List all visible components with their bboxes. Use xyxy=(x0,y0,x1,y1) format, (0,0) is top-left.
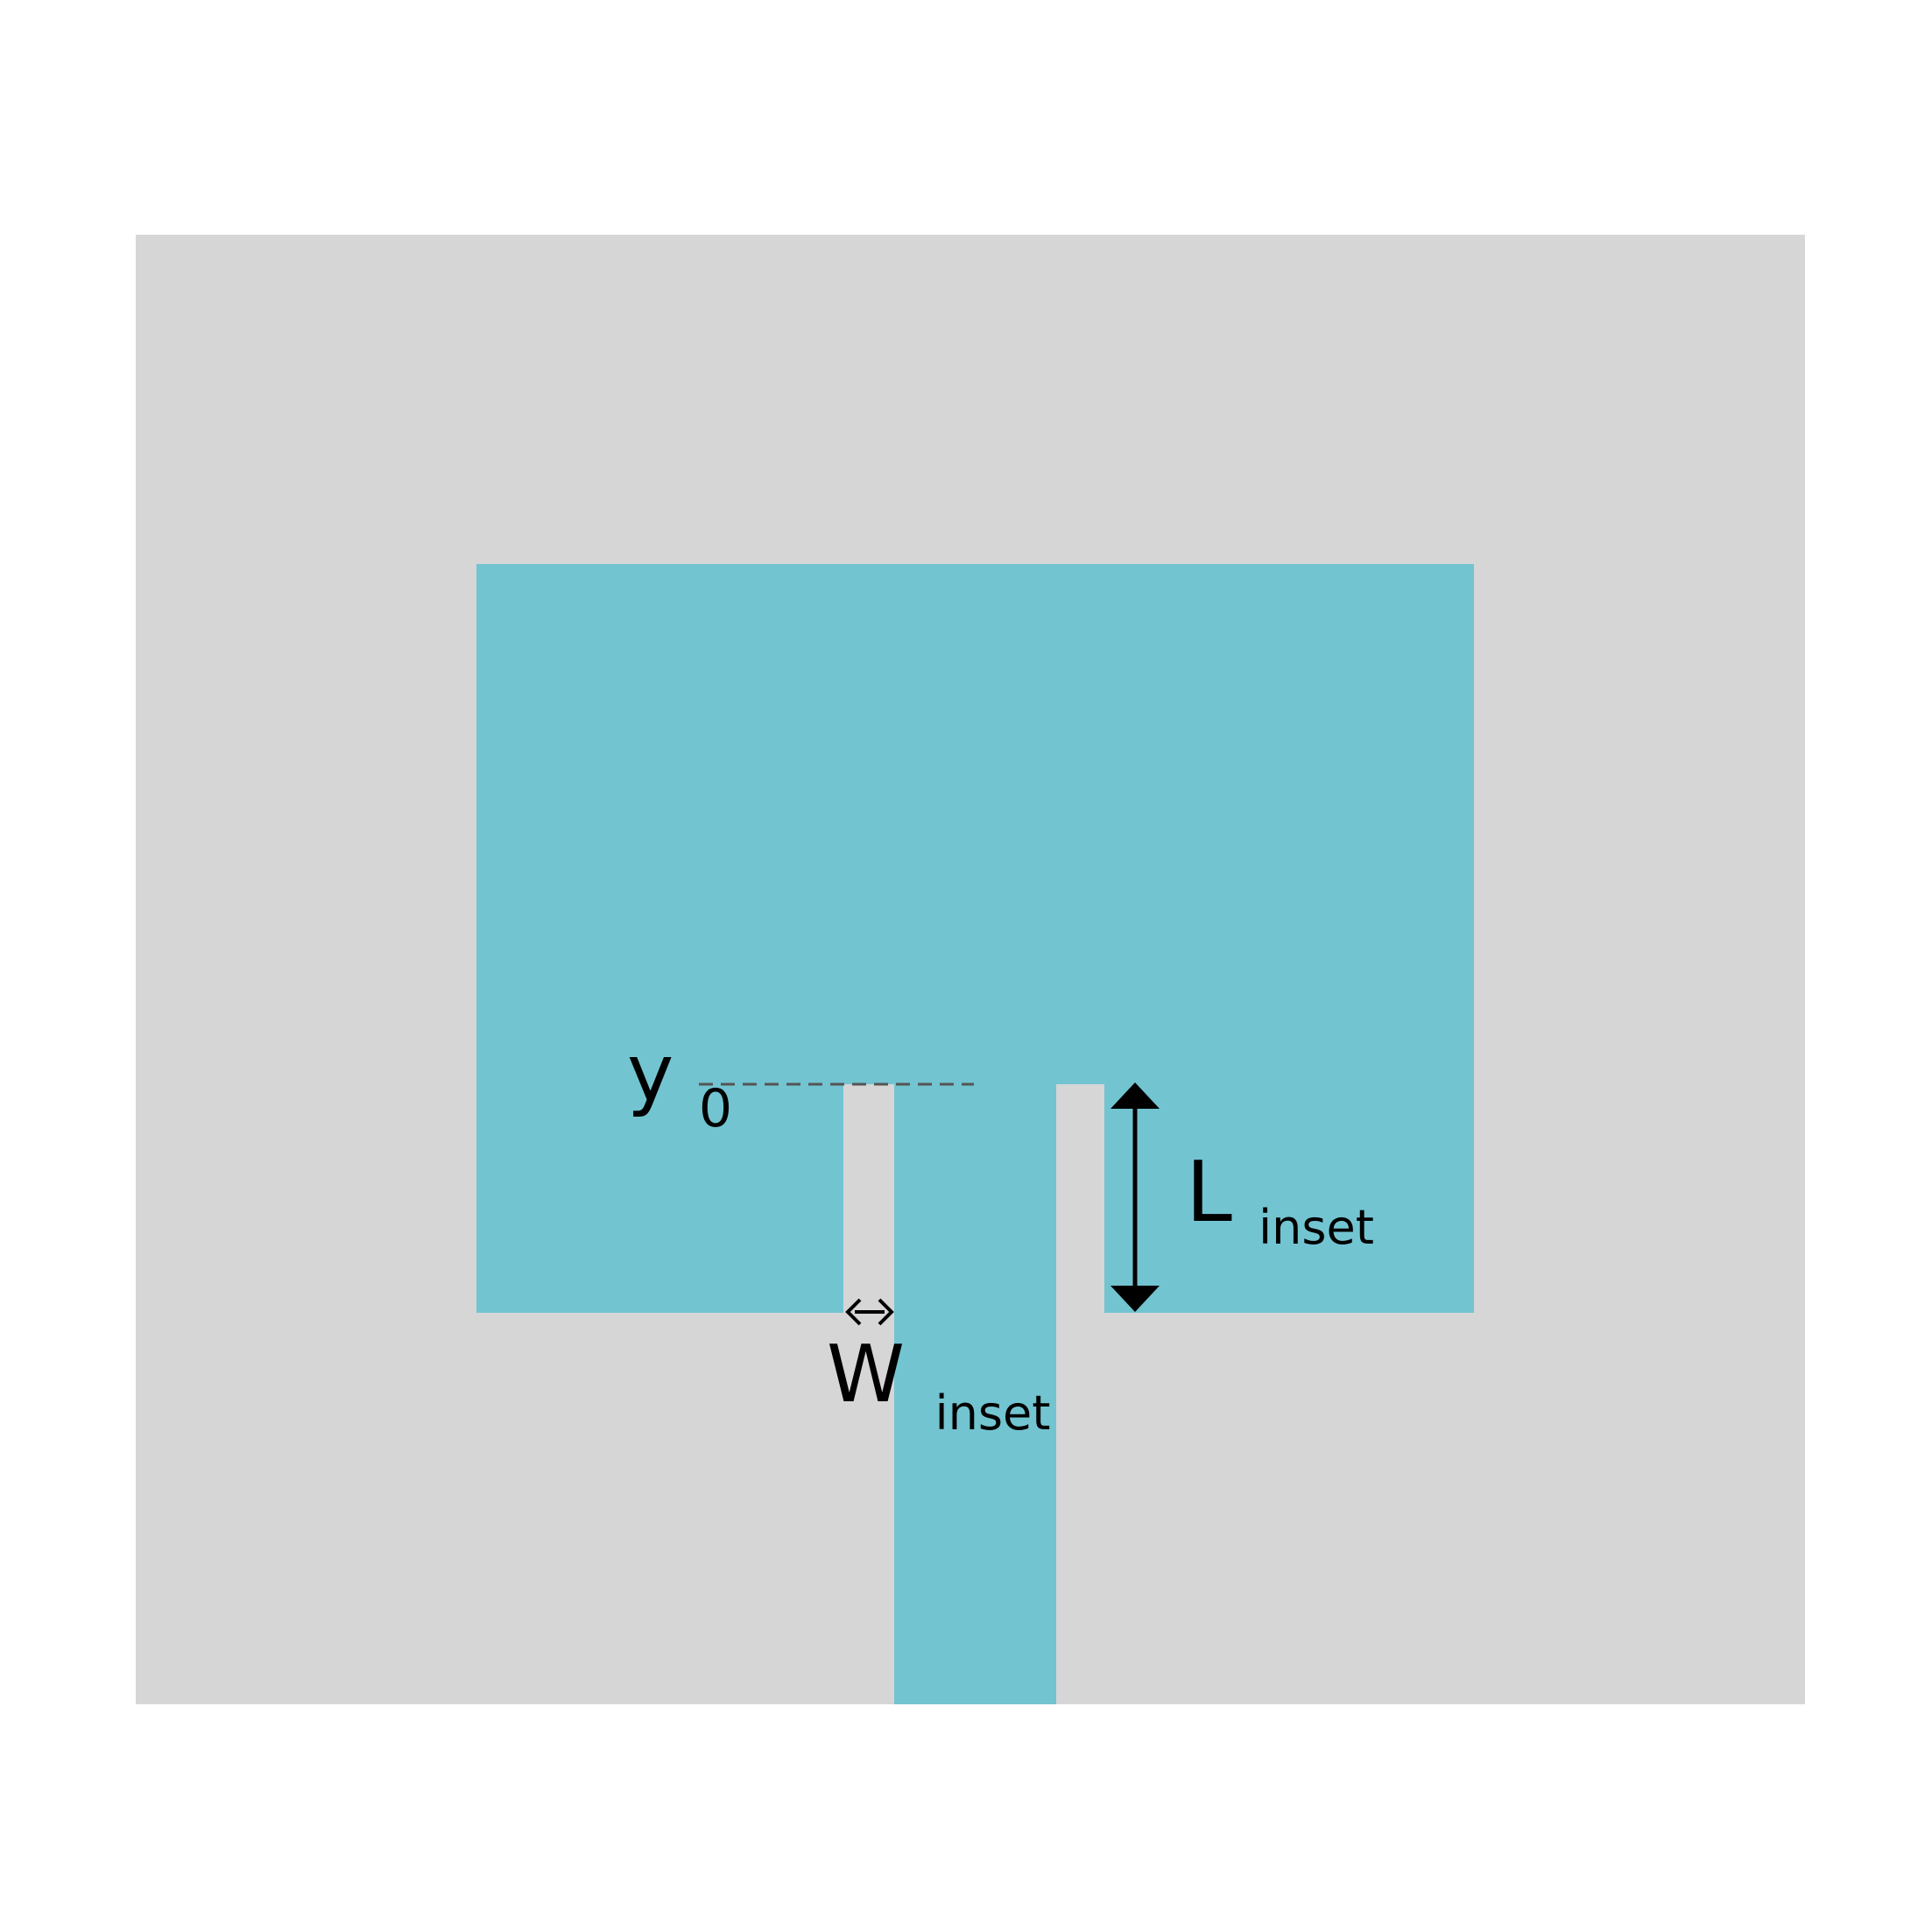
y0-label-main: y xyxy=(627,1027,673,1119)
w-inset-label: W inset xyxy=(827,1329,1050,1441)
patch-with-inset-feed xyxy=(476,564,1474,1704)
l-inset-label-sub: inset xyxy=(1259,1200,1374,1255)
l-inset-arrow-head-top xyxy=(1111,1082,1160,1109)
w-inset-arrow xyxy=(845,1298,894,1326)
l-inset-arrow xyxy=(1111,1082,1160,1312)
w-inset-label-sub: inset xyxy=(935,1386,1051,1441)
y0-label-sub: 0 xyxy=(699,1078,732,1139)
l-inset-label: L inset xyxy=(1186,1145,1374,1255)
w-inset-label-main: W xyxy=(827,1329,905,1421)
y0-label: y 0 xyxy=(627,1027,732,1139)
l-inset-label-main: L xyxy=(1186,1145,1232,1241)
l-inset-arrow-head-bottom xyxy=(1111,1286,1160,1312)
